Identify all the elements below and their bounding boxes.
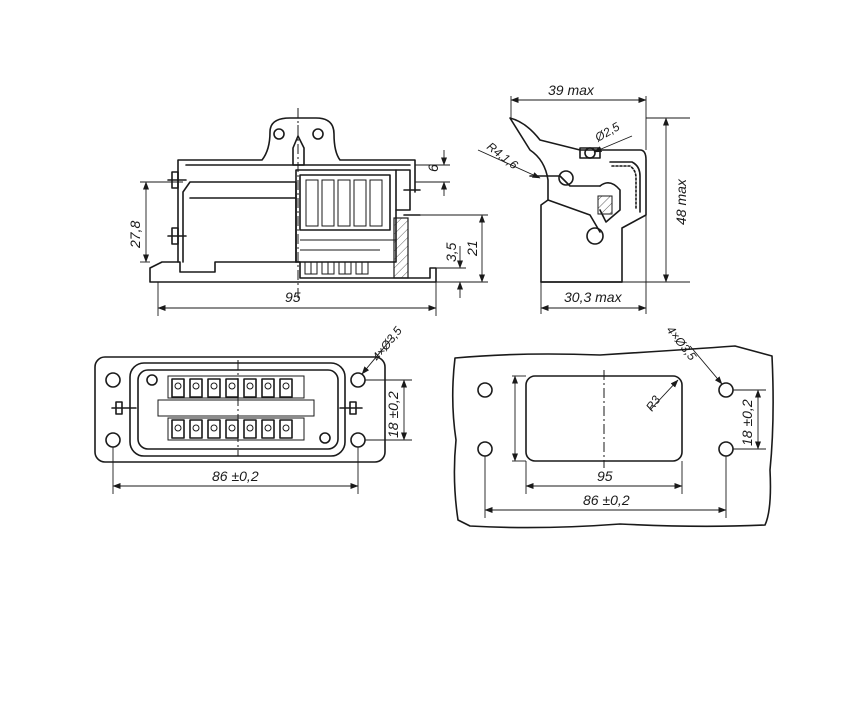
cutout-dim-holes: 4×Ø3,5 (664, 323, 700, 363)
front-dim-step: 3,5 (443, 242, 459, 262)
cutout-dim-pitch-v: 18 ±0,2 (739, 399, 755, 446)
side-dim-radius: R4,1,6 (484, 139, 521, 172)
bottom-dim-pitch-h: 86 ±0,2 (212, 468, 259, 484)
bottom-dim-holes: 4×Ø3,5 (369, 324, 405, 364)
side-dim-width-top: 39 max (548, 82, 595, 98)
cutout-dim-pitch-h: 86 ±0,2 (583, 492, 630, 508)
front-view: 95 27,8 6 3,5 21 (127, 108, 488, 316)
side-dim-hole: Ø2,5 (592, 119, 623, 145)
bottom-view: 4×Ø3,5 18 ±0,2 86 ±0,2 (94, 324, 412, 494)
front-dim-width: 95 (285, 289, 301, 305)
cutout-dim-width: 95 (597, 468, 613, 484)
front-dim-base: 21 (464, 240, 480, 257)
front-dim-height: 27,8 (127, 221, 143, 249)
front-dim-top: 6 (425, 164, 441, 172)
side-dim-height: 48 max (673, 178, 689, 225)
cutout-view: 95 86 ±0,2 R3 4×Ø3,5 18 ±0,2 (451, 323, 774, 529)
side-view: 39 max 48 max 30,3 max R4,1,6 Ø2,5 (477, 82, 690, 314)
side-dim-width-bottom: 30,3 max (564, 289, 623, 305)
cutout-dim-radius: R3 (643, 393, 663, 414)
bottom-dim-pitch-v: 18 ±0,2 (385, 391, 401, 438)
